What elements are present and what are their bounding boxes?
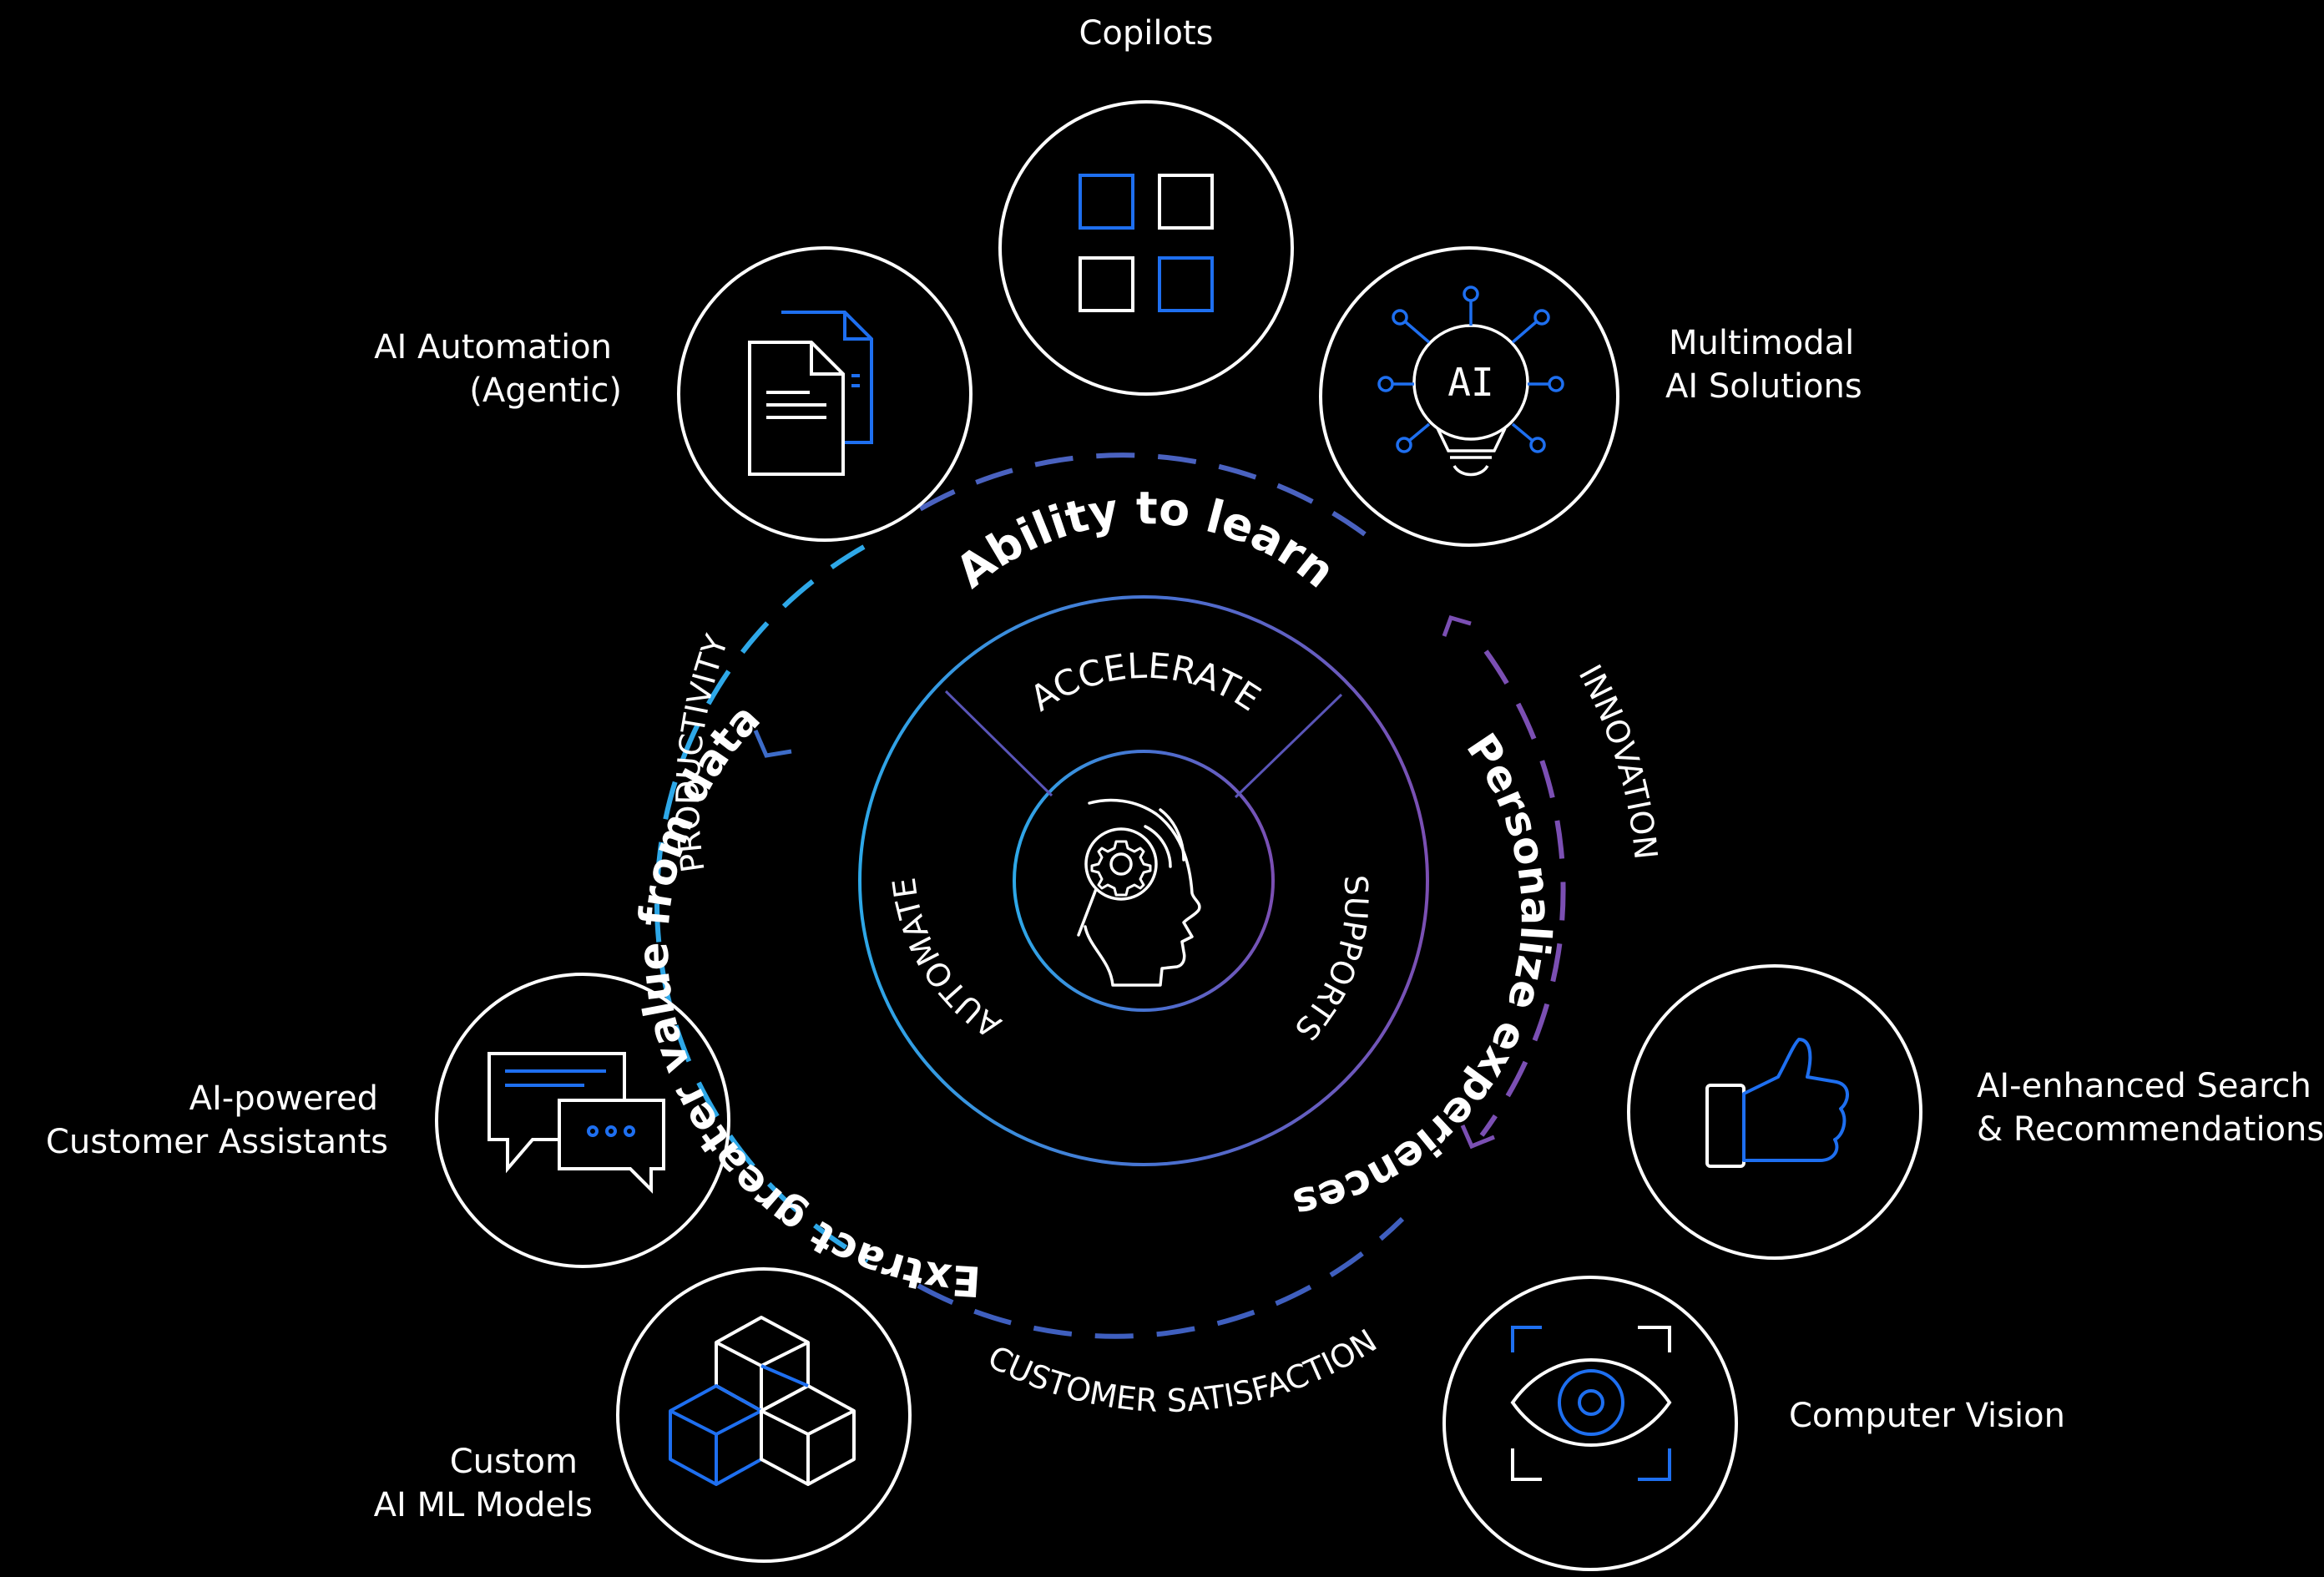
models-circle (616, 1267, 912, 1563)
label-search-line2: & Recommendations (1977, 1110, 2324, 1149)
label-multimodal-line1: Multimodal (1669, 324, 1855, 362)
thumbs-up-icon (1705, 1038, 1849, 1168)
label-automation-line2: (Agentic) (469, 372, 622, 410)
arrow-productivity (753, 730, 792, 758)
wheel-divider-left (944, 690, 1053, 797)
label-copilots: Copilots (1021, 12, 1271, 55)
head-gear-icon (1077, 798, 1201, 987)
ring-label-top: Ability to learn (946, 482, 1345, 598)
documents-icon (748, 311, 873, 476)
wheel-divider-right (1234, 693, 1343, 799)
outer-label-customer-satisfaction: CUSTOMER SATISFACTION (982, 1322, 1383, 1419)
label-copilots-line1: Copilots (1079, 14, 1214, 53)
dashed-arc-bottom (917, 1216, 1405, 1339)
dashed-ring (654, 452, 1566, 1339)
arrow-innovation (1442, 614, 1472, 637)
label-automation: AI Automation (Agentic) (288, 326, 622, 412)
outer-label-innovation: INNOVATION (1572, 659, 1665, 862)
ai-bulb-icon: AI (1377, 286, 1564, 477)
ai-bulb-text: AI (1447, 360, 1493, 405)
label-assistants: AI-powered Customer Assistants (8, 1077, 388, 1164)
dashed-arc-right (1479, 650, 1566, 1137)
copilots-circle (998, 100, 1294, 396)
label-models-line1: Custom (449, 1443, 578, 1481)
label-automation-line1: AI Automation (374, 328, 612, 366)
chat-bubbles-icon (488, 1052, 665, 1194)
label-assistants-line1: AI-powered (189, 1079, 378, 1118)
segment-label-right: SUPPORTS (1287, 874, 1375, 1048)
label-search: AI-enhanced Search & Recommendations (1977, 1064, 2324, 1151)
search-circle (1627, 964, 1922, 1260)
vision-circle (1442, 1276, 1738, 1571)
segment-label-left: AUTOMATE (886, 876, 1008, 1045)
label-models-line2: AI ML Models (373, 1486, 593, 1524)
label-models: Custom AI ML Models (259, 1440, 593, 1527)
dashed-arc-left (654, 544, 870, 1263)
cubes-icon (669, 1316, 856, 1486)
copilot-grid-icon (1079, 174, 1214, 312)
segment-label-top: ACCELERATE (1023, 645, 1267, 720)
label-multimodal-line2: AI Solutions (1665, 367, 1862, 406)
label-vision: Computer Vision (1789, 1394, 2140, 1438)
label-search-line1: AI-enhanced Search (1977, 1067, 2311, 1105)
automation-circle (677, 246, 973, 542)
capability-circles (435, 100, 1922, 1571)
inner-wheel-ring (1013, 750, 1275, 1012)
dashed-arc-top (904, 452, 1367, 537)
assistants-circle (435, 973, 730, 1268)
label-assistants-line2: Customer Assistants (45, 1123, 388, 1161)
eye-scan-icon (1510, 1326, 1672, 1481)
multimodal-circle (1319, 246, 1619, 547)
label-multimodal: Multimodal AI Solutions (1665, 321, 1999, 408)
center-wheel (858, 595, 1429, 1166)
outer-wheel-ring (858, 595, 1429, 1166)
arrow-personalize (1460, 1124, 1495, 1150)
label-vision-line1: Computer Vision (1789, 1397, 2065, 1435)
